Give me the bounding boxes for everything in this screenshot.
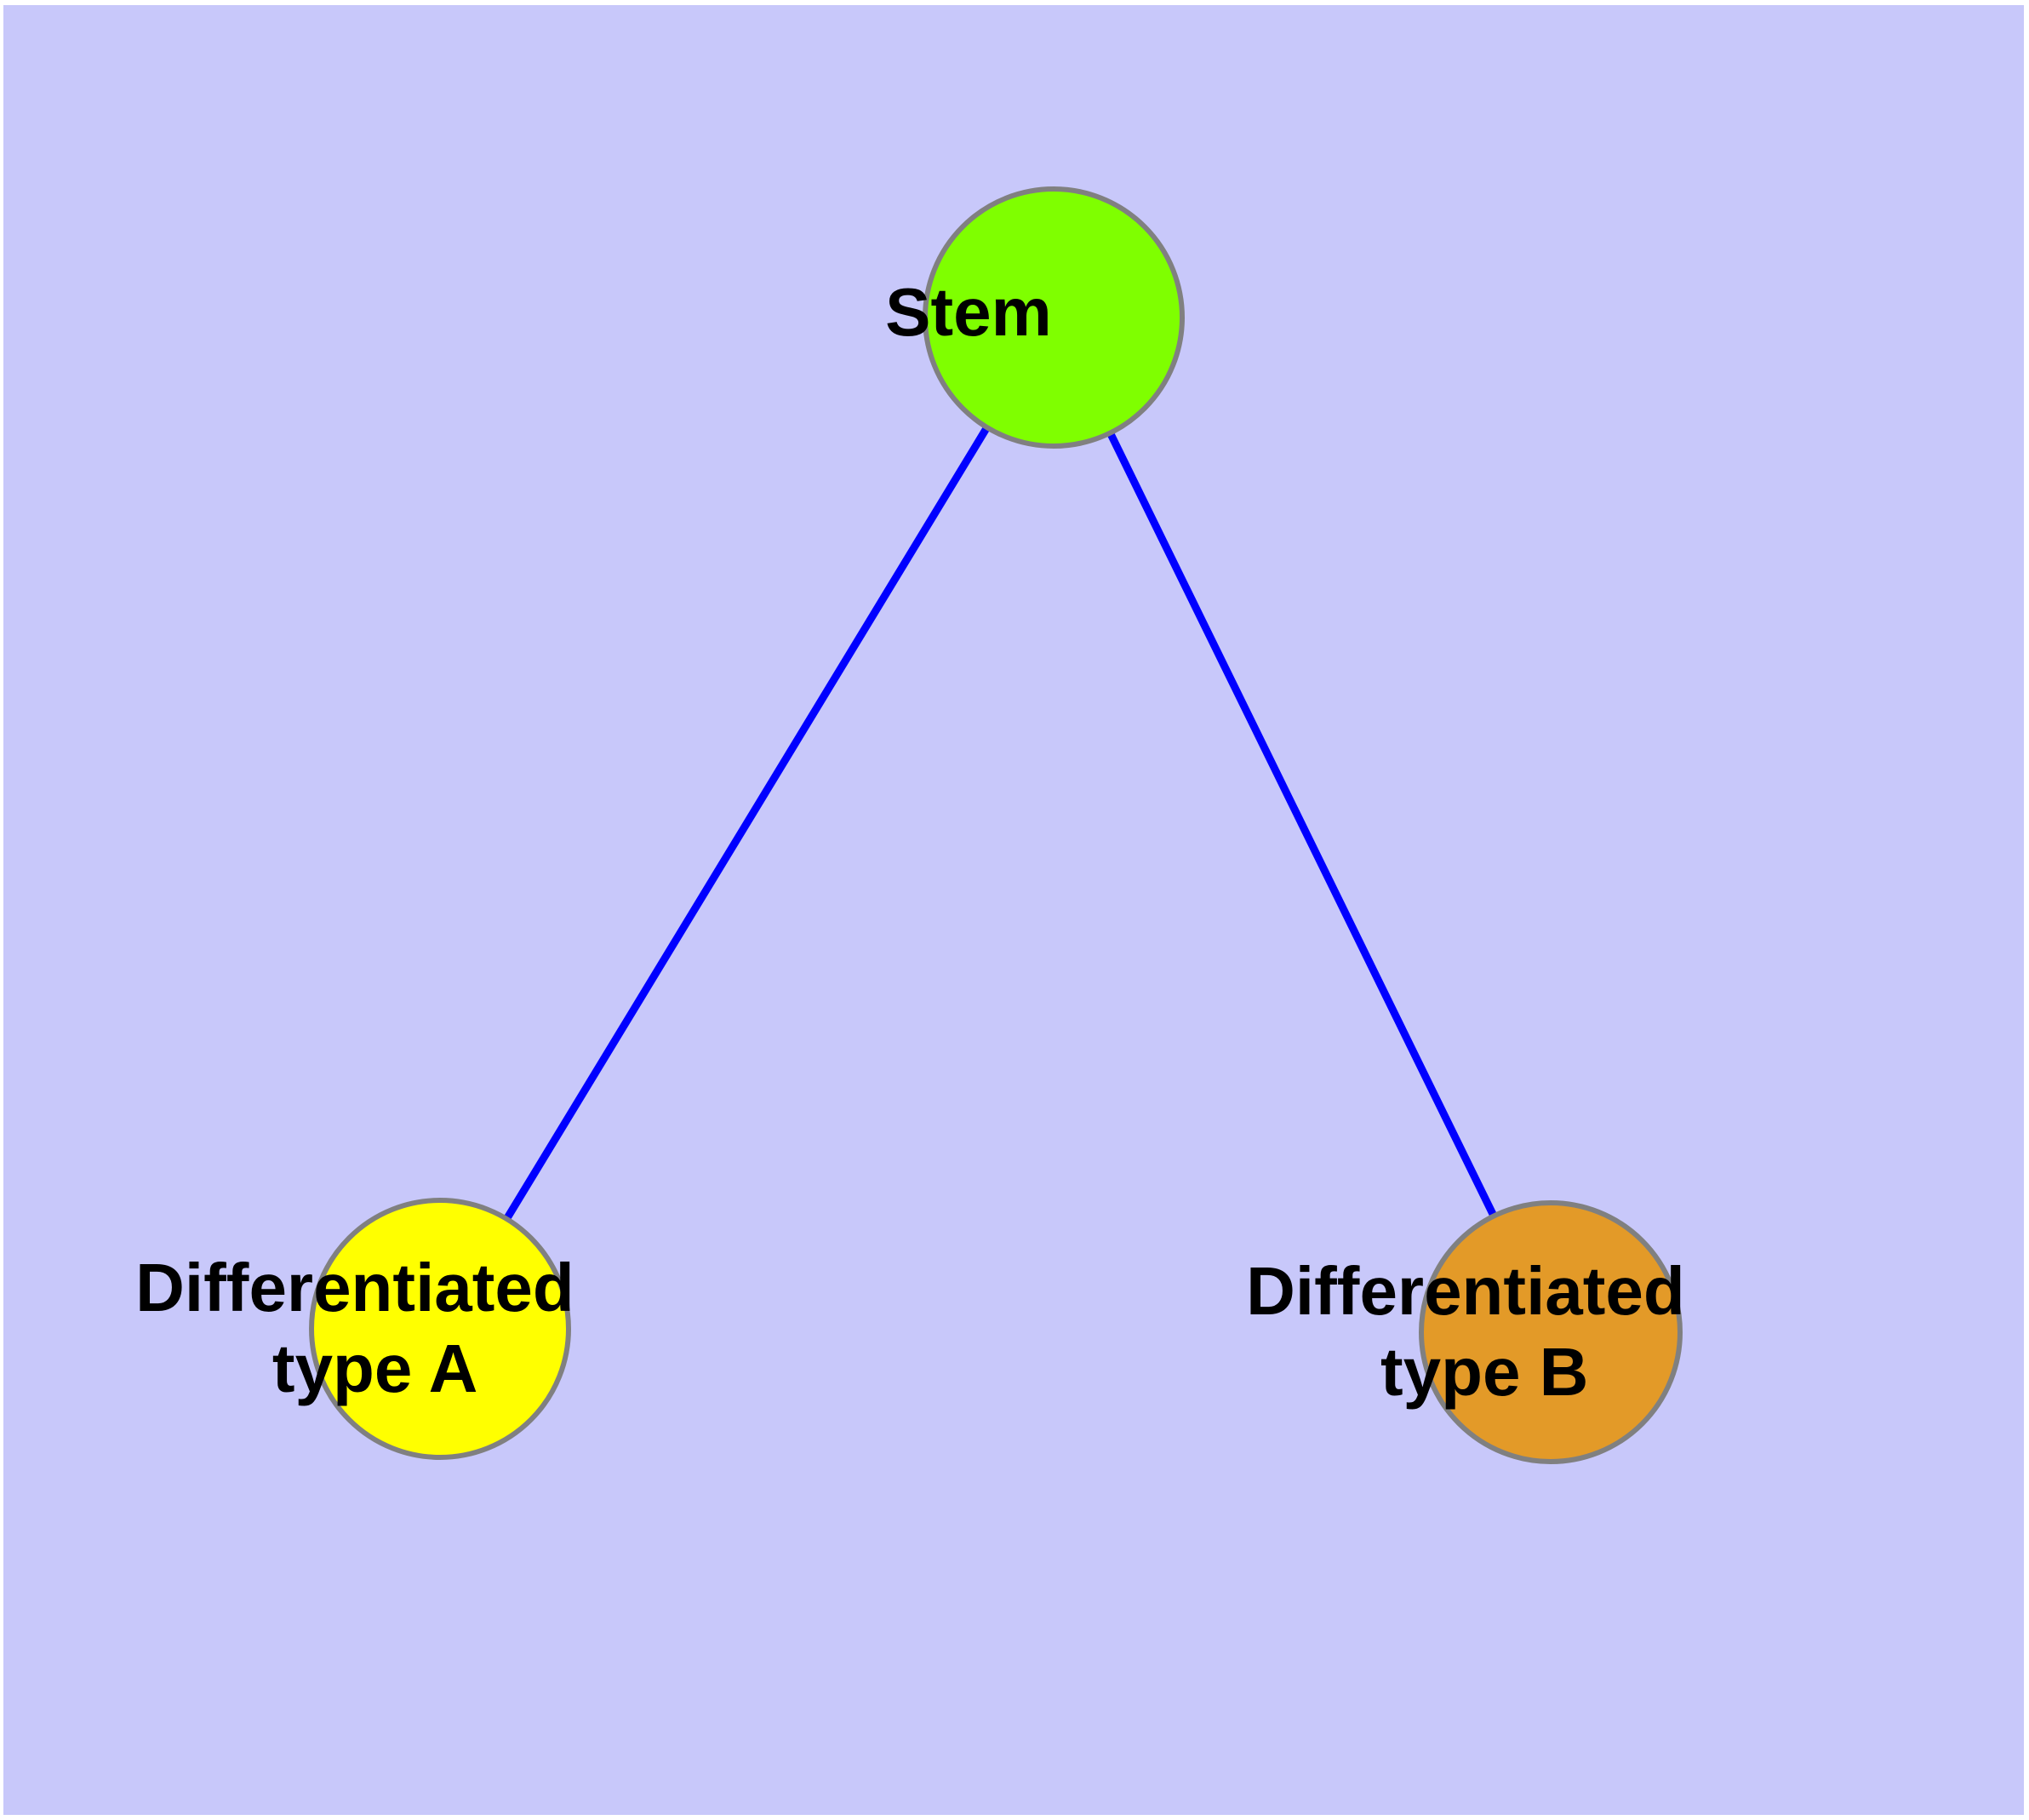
edge-stem-to-differentiated-type-a: [437, 315, 1057, 1331]
node-stem-circle[interactable]: [923, 186, 1185, 449]
node-differentiated-type-a-label: Differentiated type A: [135, 1250, 745, 1406]
node-stem-label-line-1: Stem: [885, 274, 1052, 350]
node-differentiated-type-b-label: Differentiated type B: [1246, 1253, 1855, 1410]
node-layer: Stem Differentiated type A Differentiate…: [135, 186, 1855, 1464]
node-stem-label: Stem: [885, 274, 1222, 350]
node-stem[interactable]: Stem: [885, 186, 1222, 449]
node-differentiated-type-a-circle[interactable]: [309, 1198, 571, 1460]
node-differentiated-type-b[interactable]: [1419, 1200, 1683, 1464]
node-differentiated-type-a-label-line-2: type A: [272, 1331, 477, 1406]
node-differentiated-type-a[interactable]: [309, 1198, 571, 1460]
node-differentiated-type-b-label-line-2: type B: [1380, 1334, 1589, 1410]
node-differentiated-type-a-label-line-1: Differentiated: [135, 1250, 574, 1325]
edge-stem-to-differentiated-type-b: [1049, 316, 1555, 1334]
node-differentiated-type-b-label-line-1: Differentiated: [1246, 1253, 1685, 1329]
edge-layer: [437, 315, 1555, 1334]
node-differentiated-type-b-circle[interactable]: [1419, 1200, 1683, 1464]
